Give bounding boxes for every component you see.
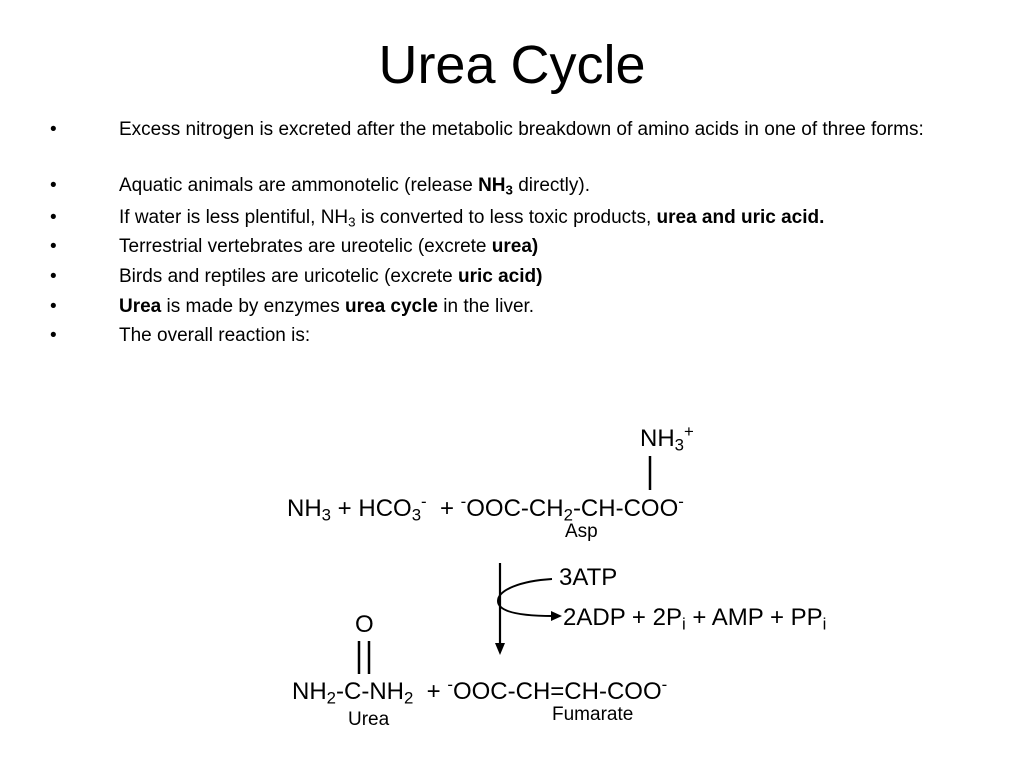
side-arrow-curve	[496, 578, 554, 617]
bullet-marker: •	[50, 236, 57, 257]
amine-group: NH3+	[640, 421, 694, 455]
byproducts-output: 2ADP + 2Pi + AMP + PPi	[563, 604, 827, 634]
reaction-arrow-head	[495, 643, 505, 655]
products-equation: NH2-C-NH2 + -OOC-CH=CH-COO-	[292, 674, 668, 708]
urea-label: Urea	[348, 709, 390, 730]
bullet-text: Excess nitrogen is excreted after the me…	[119, 119, 924, 140]
bullet-marker: •	[50, 207, 57, 228]
bullet-marker: •	[50, 296, 57, 317]
bullet-marker: •	[50, 119, 57, 140]
slide-title: Urea Cycle	[378, 35, 646, 95]
bullet-marker: •	[50, 325, 57, 346]
atp-input: 3ATP	[559, 564, 618, 591]
reactants-equation: NH3 + HCO3- + -OOC-CH2-CH-COO-	[287, 491, 684, 525]
bullet-text: Urea is made by enzymes urea cycle in th…	[119, 296, 535, 317]
bullet-text: Birds and reptiles are uricotelic (excre…	[119, 266, 543, 287]
carbonyl-oxygen: O	[355, 611, 374, 638]
bullet-text: Terrestrial vertebrates are ureotelic (e…	[119, 236, 539, 257]
side-arrow-head	[551, 611, 562, 621]
bullet-marker: •	[50, 266, 57, 287]
bullet-marker: •	[50, 175, 57, 196]
bullet-text: If water is less plentiful, NH3 is conve…	[119, 207, 825, 230]
bullet-text: Aquatic animals are ammonotelic (release…	[119, 175, 590, 198]
bullet-text: The overall reaction is:	[119, 325, 311, 346]
asp-label: Asp	[565, 521, 598, 542]
fumarate-label: Fumarate	[552, 704, 634, 725]
